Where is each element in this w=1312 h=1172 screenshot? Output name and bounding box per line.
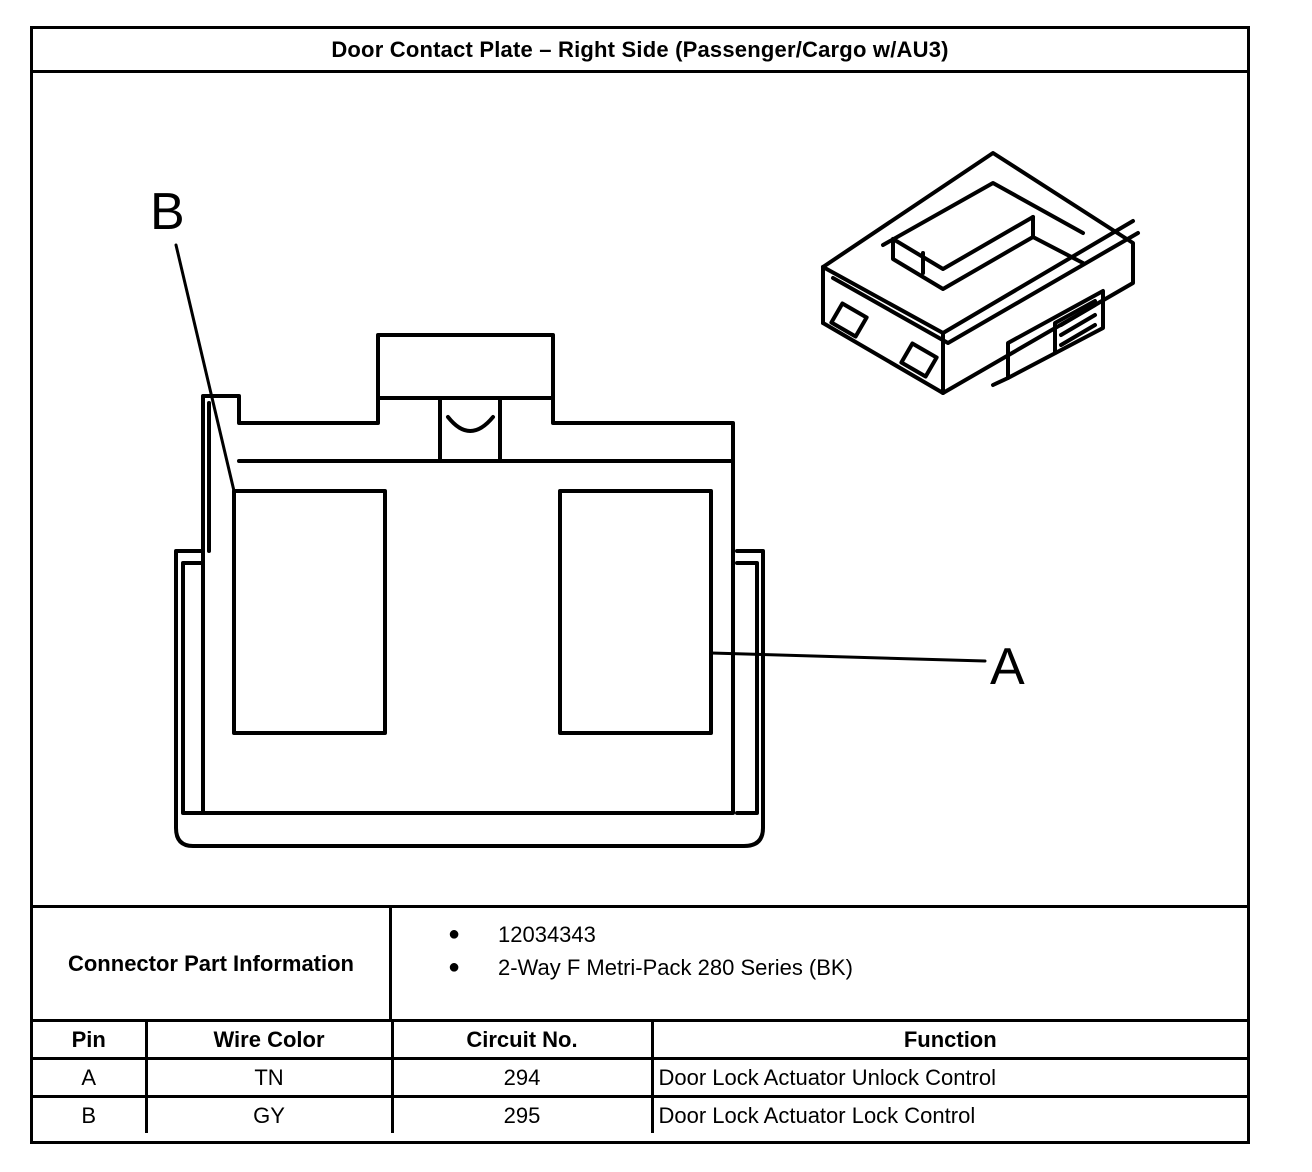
connector-diagram: B A xyxy=(33,73,1247,905)
connector-type: 2-Way F Metri-Pack 280 Series (BK) xyxy=(498,955,853,980)
header-function: Function xyxy=(650,1022,1247,1060)
header-pin: Pin xyxy=(33,1022,148,1060)
bullet-icon: ● xyxy=(448,923,461,945)
function-cell: Door Lock Actuator Unlock Control xyxy=(650,1057,1247,1098)
connector-info-label: Connector Part Information xyxy=(33,908,392,1019)
bullet-icon: ● xyxy=(448,956,461,978)
header-wire-color: Wire Color xyxy=(144,1022,394,1060)
cavity-a xyxy=(558,489,713,735)
connector-sheet: Door Contact Plate – Right Side (Passeng… xyxy=(30,26,1250,1144)
pin-cell: B xyxy=(33,1095,148,1133)
leader-line-b xyxy=(174,243,236,493)
leader-line-a xyxy=(709,651,987,663)
cavity-b xyxy=(232,489,387,735)
function-cell: Door Lock Actuator Lock Control xyxy=(650,1095,1247,1133)
wire-color-cell: TN xyxy=(144,1057,394,1098)
pin-cell: A xyxy=(33,1057,148,1098)
latch-arc xyxy=(446,415,495,433)
header-circuit-no: Circuit No. xyxy=(390,1022,654,1060)
pin-a-label: A xyxy=(990,638,1025,696)
table-row: A TN 294 Door Lock Actuator Unlock Contr… xyxy=(33,1057,1247,1098)
pin-table-header: Pin Wire Color Circuit No. Function xyxy=(33,1022,1247,1060)
connector-part-info: Connector Part Information ● 12034343 ● … xyxy=(33,905,1247,1022)
pin-b-label: B xyxy=(150,183,185,241)
right-rib xyxy=(735,561,759,815)
table-row: B GY 295 Door Lock Actuator Lock Control xyxy=(33,1095,1247,1133)
pin-table: Pin Wire Color Circuit No. Function A TN… xyxy=(33,1022,1247,1133)
connector-face-drawing xyxy=(174,151,1140,848)
diagram-title: Door Contact Plate – Right Side (Passeng… xyxy=(33,29,1247,73)
part-number-item: ● 12034343 xyxy=(392,918,1247,951)
wire-color-cell: GY xyxy=(144,1095,394,1133)
connector-body xyxy=(201,333,735,815)
circuit-no-cell: 294 xyxy=(390,1057,654,1098)
connector-isometric-view xyxy=(821,151,1140,395)
connector-type-item: ● 2-Way F Metri-Pack 280 Series (BK) xyxy=(392,951,1247,984)
connector-info-list: ● 12034343 ● 2-Way F Metri-Pack 280 Seri… xyxy=(392,908,1247,1019)
circuit-no-cell: 295 xyxy=(390,1095,654,1133)
connector-shell-outline xyxy=(174,549,765,848)
part-number: 12034343 xyxy=(498,922,596,947)
left-rib xyxy=(181,561,205,815)
